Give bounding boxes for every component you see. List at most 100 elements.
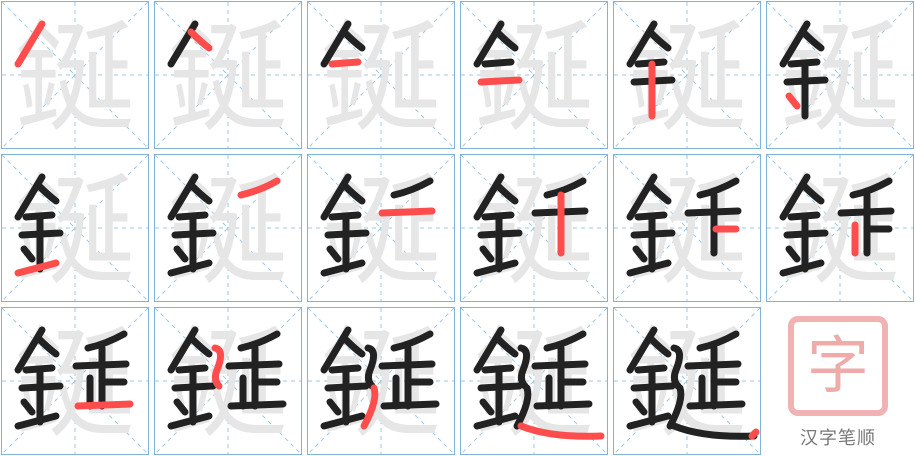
completed-stroke: [167, 259, 213, 277]
current-stroke: [477, 76, 523, 86]
current-stroke: [187, 28, 213, 52]
ghost-character: 鋋: [15, 10, 135, 148]
completed-stroke: [340, 181, 366, 205]
stroke-step-cell: 鋋: [460, 154, 608, 302]
completed-stroke: [380, 400, 440, 410]
guide-line: [308, 308, 454, 454]
logo-seal-glyph: 字: [806, 329, 869, 402]
completed-stroke: [493, 181, 519, 205]
completed-stroke: [187, 181, 213, 205]
completed-stroke: [686, 400, 746, 410]
completed-stroke: [473, 412, 519, 430]
stroke-step-drawing: 鋋: [614, 2, 760, 148]
completed-stroke: [390, 330, 434, 352]
stroke-step-drawing: 鋋: [461, 308, 607, 454]
guide-line: [155, 2, 301, 148]
guide-line: [614, 155, 760, 301]
ghost-character: 鋋: [168, 10, 288, 148]
stroke-step-cell: 鋋: [307, 154, 455, 302]
guide-line: [2, 308, 148, 454]
completed-stroke: [227, 400, 287, 410]
guide-line: [308, 2, 454, 148]
stroke-step-drawing: 鋋: [155, 308, 301, 454]
completed-stroke: [632, 245, 648, 263]
guide-line: [614, 2, 760, 148]
stroke-step-cell: 鋋: [1, 154, 149, 302]
stroke-step-cell: 鋋: [154, 307, 302, 455]
completed-stroke: [84, 330, 128, 352]
guide-line: [155, 308, 301, 454]
stroke-step-cell: 鋋: [154, 154, 302, 302]
completed-stroke: [799, 181, 825, 205]
completed-stroke: [34, 181, 60, 205]
stroke-step-drawing: 鋋: [767, 155, 913, 301]
completed-stroke: [513, 384, 532, 430]
completed-stroke: [167, 412, 213, 430]
guide-line: [614, 308, 760, 454]
completed-stroke: [187, 334, 213, 358]
completed-stroke: [646, 28, 672, 52]
guide-line: [2, 155, 148, 301]
current-stroke: [378, 207, 436, 217]
completed-stroke: [340, 28, 366, 52]
completed-stroke: [390, 177, 434, 199]
stroke-step-cell: 鋋: [307, 307, 455, 455]
stroke-step-cell: 鋋: [460, 307, 608, 455]
completed-stroke: [237, 330, 281, 352]
completed-stroke: [364, 344, 377, 390]
completed-stroke: [493, 28, 519, 52]
stroke-step-drawing: 鋋: [308, 308, 454, 454]
completed-stroke: [173, 398, 189, 416]
completed-stroke: [320, 259, 366, 277]
ghost-character: 鋋: [321, 10, 441, 148]
current-stroke: [74, 400, 134, 410]
current-stroke: [360, 384, 379, 430]
logo-seal-icon: 字: [788, 316, 888, 416]
guide-line: [308, 155, 454, 301]
completed-stroke: [779, 259, 825, 277]
stroke-step-drawing: 鋋: [155, 2, 301, 148]
completed-stroke: [666, 384, 685, 430]
completed-stroke: [632, 398, 648, 416]
stroke-step-drawing: 鋋: [155, 155, 301, 301]
current-stroke: [517, 422, 605, 440]
completed-stroke: [785, 245, 801, 263]
current-stroke: [328, 58, 362, 68]
completed-stroke: [479, 245, 495, 263]
current-stroke: [14, 20, 46, 68]
guide-line: [2, 2, 148, 148]
stroke-step-cell: 鋋: [613, 154, 761, 302]
stroke-step-drawing: 鋋: [767, 2, 913, 148]
guide-line: [461, 2, 607, 148]
current-stroke: [785, 92, 801, 110]
completed-stroke: [20, 398, 36, 416]
completed-stroke: [320, 412, 366, 430]
stroke-step-drawing: 鋋: [614, 308, 760, 454]
stroke-step-cell: 鋋: [766, 1, 914, 149]
guide-line: [2, 155, 148, 301]
site-logo: 字 汉字笔顺: [764, 308, 912, 456]
completed-stroke: [533, 400, 593, 410]
guide-line: [155, 2, 301, 148]
guide-line: [767, 2, 913, 148]
stroke-step-drawing: 鋋: [308, 155, 454, 301]
completed-stroke: [849, 177, 893, 199]
guide-line: [2, 2, 148, 148]
completed-stroke: [670, 344, 683, 390]
stroke-step-cell: 鋋: [1, 307, 149, 455]
completed-stroke: [479, 398, 495, 416]
guide-line: [461, 2, 607, 148]
completed-stroke: [14, 412, 60, 430]
completed-stroke: [670, 422, 758, 440]
guide-line: [461, 308, 607, 454]
guide-line: [461, 155, 607, 301]
completed-stroke: [173, 245, 189, 263]
stroke-step-drawing: 鋋: [614, 155, 760, 301]
completed-stroke: [696, 330, 740, 352]
stroke-step-drawing: 鋋: [2, 2, 148, 148]
stroke-step-cell: 鋋: [154, 1, 302, 149]
completed-stroke: [473, 259, 519, 277]
stroke-step-drawing: 鋋: [461, 2, 607, 148]
stroke-step-drawing: 鋋: [2, 308, 148, 454]
